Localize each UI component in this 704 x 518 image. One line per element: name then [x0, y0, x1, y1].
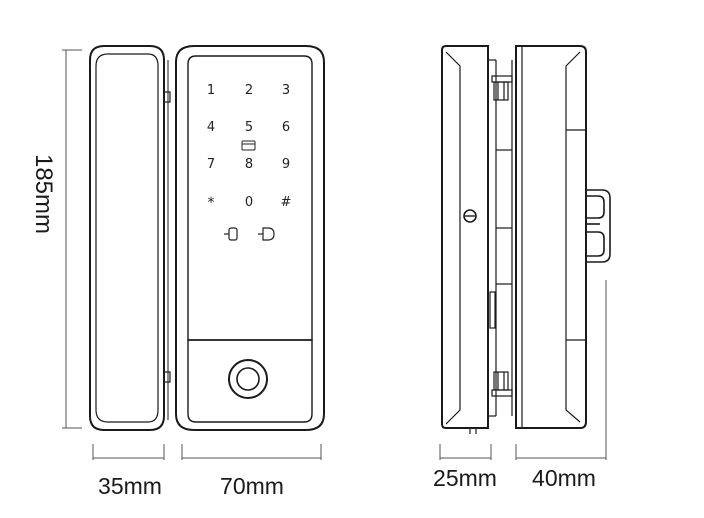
- unlock-icon[interactable]: [258, 227, 275, 241]
- screw-icon: [463, 209, 477, 223]
- key-3[interactable]: 3: [282, 83, 290, 98]
- key-9[interactable]: 9: [282, 157, 290, 172]
- fingerprint-panel: [187, 339, 313, 423]
- glass-clamp: [489, 60, 513, 416]
- front-left-width-dimension: [92, 444, 165, 460]
- key-7[interactable]: 7: [207, 157, 215, 172]
- front-inner-body: [89, 45, 171, 431]
- side-inner-body: [441, 45, 496, 434]
- front-right-width-label: 70mm: [220, 473, 284, 499]
- key-hash[interactable]: #: [281, 195, 292, 210]
- key-1[interactable]: 1: [207, 83, 215, 98]
- front-left-width-label: 35mm: [98, 473, 162, 499]
- front-right-width-dimension: [181, 444, 322, 460]
- key-6[interactable]: 6: [282, 120, 290, 135]
- side-left-width-dimension: [439, 444, 492, 460]
- side-left-width-label: 25mm: [433, 465, 497, 491]
- height-dimension: [62, 49, 82, 429]
- key-4[interactable]: 4: [207, 120, 215, 135]
- key-5[interactable]: 5: [245, 120, 253, 135]
- knob-icon[interactable]: [586, 189, 611, 263]
- key-0[interactable]: 0: [245, 195, 253, 210]
- fingerprint-sensor-icon[interactable]: [228, 359, 268, 399]
- keypad-panel: [187, 55, 313, 341]
- height-label: 185mm: [30, 154, 57, 234]
- keypad: 1 2 3 4 5 6 7 8 9 * 0 #: [207, 83, 292, 211]
- side-right-width-label: 40mm: [532, 465, 596, 491]
- key-8[interactable]: 8: [245, 157, 253, 172]
- key-star[interactable]: *: [208, 195, 215, 211]
- card-reader-icon: [241, 140, 256, 151]
- side-right-width-dimension: [515, 280, 607, 460]
- lock-icon[interactable]: [224, 227, 238, 241]
- front-outer-body: [175, 45, 325, 431]
- side-outer-body: [515, 45, 587, 429]
- key-2[interactable]: 2: [245, 83, 253, 98]
